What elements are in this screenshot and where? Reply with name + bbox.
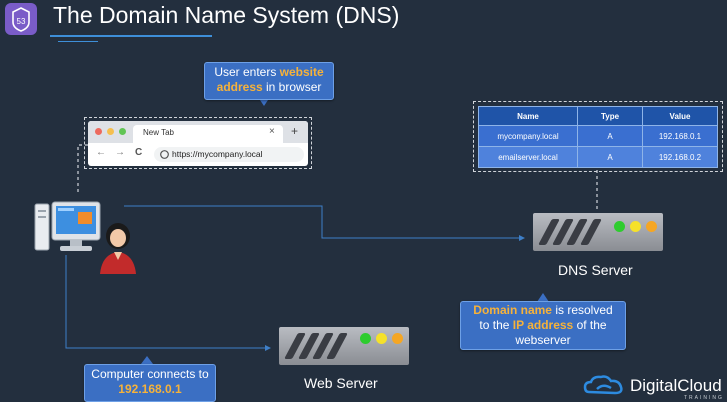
page-title: The Domain Name System (DNS) bbox=[53, 2, 400, 28]
table-cell: A bbox=[577, 146, 643, 168]
server-led-yellow bbox=[630, 221, 641, 232]
close-window-dot bbox=[95, 128, 102, 135]
table-cell: 192.168.0.1 bbox=[642, 125, 718, 147]
new-tab-icon: + bbox=[291, 124, 299, 138]
route53-logo-icon: 53 bbox=[5, 3, 37, 35]
digitalcloud-logo-icon bbox=[583, 375, 623, 395]
address-bar: https://mycompany.local bbox=[154, 147, 304, 162]
web-server-label: Web Server bbox=[304, 375, 378, 391]
forward-icon: → bbox=[115, 147, 125, 158]
column-header-name: Name bbox=[478, 106, 578, 126]
callout-highlight: address bbox=[216, 80, 263, 94]
browser-dashed-frame bbox=[84, 117, 312, 169]
table-row: emailserver.local A 192.168.0.2 bbox=[478, 146, 718, 168]
callout-highlight: Domain name bbox=[473, 303, 552, 317]
url-text: https://mycompany.local bbox=[172, 149, 263, 159]
browser-tab: New Tab × bbox=[133, 125, 283, 143]
server-led-yellow bbox=[376, 333, 387, 344]
callout-text: of the bbox=[573, 318, 607, 332]
server-led-orange bbox=[392, 333, 403, 344]
dns-records-table: Name Type Value mycompany.local A 192.16… bbox=[478, 106, 718, 168]
table-header-row: Name Type Value bbox=[478, 106, 718, 126]
callout-text: webserver bbox=[515, 333, 571, 347]
brand-name: DigitalCloud bbox=[630, 376, 722, 395]
minimize-window-dot bbox=[107, 128, 114, 135]
dns-table-dashed-frame bbox=[473, 101, 723, 172]
user-enters-address-callout: User enters website address in browser bbox=[204, 62, 334, 100]
server-led-orange bbox=[646, 221, 657, 232]
title-underline bbox=[50, 35, 212, 37]
table-cell: A bbox=[577, 125, 643, 147]
back-icon: ← bbox=[96, 147, 106, 158]
svg-text:53: 53 bbox=[17, 17, 26, 26]
title-underline-short bbox=[58, 41, 98, 42]
table-cell: emailserver.local bbox=[478, 146, 578, 168]
callout-text: to the bbox=[479, 318, 513, 332]
server-led-green bbox=[614, 221, 625, 232]
brand-subtitle: TRAINING bbox=[684, 395, 724, 401]
reload-icon: C bbox=[135, 147, 143, 158]
callout-highlight: 192.168.0.1 bbox=[118, 382, 182, 396]
column-header-value: Value bbox=[642, 106, 718, 126]
dns-server-label: DNS Server bbox=[558, 262, 633, 278]
computer-connects-callout: Computer connects to 192.168.0.1 bbox=[84, 364, 216, 402]
dns-server-icon bbox=[533, 213, 663, 251]
table-cell: mycompany.local bbox=[478, 125, 578, 147]
browser-tab-bar: New Tab × + bbox=[88, 121, 308, 143]
server-led-green bbox=[360, 333, 371, 344]
computer-user-icon bbox=[34, 201, 136, 274]
maximize-window-dot bbox=[119, 128, 126, 135]
callout-text: User enters bbox=[214, 65, 280, 79]
tab-label: New Tab bbox=[143, 128, 174, 137]
browser-window: New Tab × + ← → C https://mycompany.loca… bbox=[88, 121, 308, 166]
table-row: mycompany.local A 192.168.0.1 bbox=[478, 125, 718, 147]
callout-highlight: website bbox=[279, 65, 324, 79]
site-info-icon bbox=[160, 150, 169, 159]
column-header-type: Type bbox=[577, 106, 643, 126]
domain-resolved-callout: Domain name is resolved to the IP addres… bbox=[460, 301, 626, 350]
callout-highlight: IP address bbox=[512, 318, 574, 332]
table-cell: 192.168.0.2 bbox=[642, 146, 718, 168]
callout-text: in browser bbox=[262, 80, 322, 94]
callout-text: is resolved bbox=[551, 303, 613, 317]
web-server-icon bbox=[279, 327, 409, 365]
callout-text: Computer connects to bbox=[91, 367, 209, 381]
tab-close-icon: × bbox=[269, 126, 275, 137]
